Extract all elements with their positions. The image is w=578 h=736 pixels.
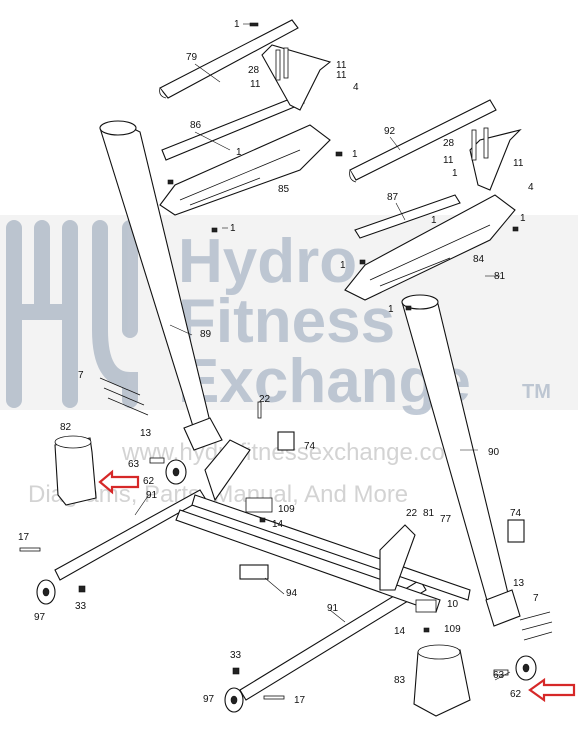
base-frame [54, 439, 471, 701]
callout-label: 82 [60, 422, 72, 433]
callout-label: 97 [203, 694, 215, 705]
callout-label: 11 [336, 60, 347, 71]
watermark-line-2: Fitness [178, 287, 395, 356]
callout-label: 14 [272, 519, 284, 530]
callout-label: 1 [431, 215, 437, 226]
callout-label: 62 [510, 689, 522, 700]
callout-label: 33 [75, 601, 87, 612]
callout-label: 1 [452, 168, 458, 179]
wheel-62-lower [515, 655, 537, 681]
callout-label: 109 [278, 504, 295, 515]
leader-lines [134, 23, 511, 681]
right-upright-90 [401, 294, 521, 627]
callout-label: 1 [236, 147, 242, 158]
wheel-97-left [36, 579, 56, 605]
callout-label: 85 [278, 184, 290, 195]
callout-label: 22 [406, 508, 418, 519]
callout-label: 77 [440, 514, 452, 525]
watermark-logo [6, 220, 138, 408]
callout-label: 28 [248, 65, 260, 76]
callout-label: 11 [443, 155, 454, 166]
cover-82 [54, 435, 97, 506]
callout-label: 81 [494, 271, 506, 282]
callout-label: 7 [533, 593, 539, 604]
callout-label: 13 [513, 578, 525, 589]
callout-label: 87 [387, 192, 399, 203]
callout-label: 11 [336, 70, 347, 81]
callout-label: 79 [186, 52, 198, 63]
hardware-fasteners [19, 22, 553, 700]
callout-label: 62 [143, 476, 155, 487]
callout-label: 94 [286, 588, 298, 599]
watermark-trademark: TM [522, 381, 551, 403]
callout-label: 13 [140, 428, 152, 439]
callout-label: 89 [200, 329, 212, 340]
callout-label: 91 [146, 490, 158, 501]
highlight-arrow-62-lower [528, 677, 576, 703]
callout-label: 63 [493, 670, 505, 681]
callout-label: 1 [520, 213, 526, 224]
callout-labels: 1 79 28 11 11 11 4 86 1 1 85 1 92 28 11 … [18, 19, 539, 706]
callout-label: 74 [510, 508, 522, 519]
callout-label: 11 [250, 79, 261, 90]
callout-label: 86 [190, 120, 202, 131]
callout-label: 97 [34, 612, 46, 623]
callout-label: 33 [230, 650, 242, 661]
callout-label: 109 [444, 624, 461, 635]
callout-label: 17 [294, 695, 306, 706]
callout-label: 63 [128, 459, 140, 470]
callout-label: 22 [259, 394, 271, 405]
callout-label: 4 [353, 82, 359, 93]
highlight-arrow-62-upper [98, 469, 140, 495]
callout-label: 10 [447, 599, 459, 610]
callout-label: 28 [443, 138, 455, 149]
callout-label: 91 [327, 603, 339, 614]
right-handlebar-assembly [344, 99, 522, 301]
callout-label: 11 [513, 158, 524, 169]
callout-label: 81 [423, 508, 435, 519]
wheel-62-upper [165, 459, 187, 485]
callout-label: 92 [384, 126, 396, 137]
callout-label: 1 [388, 304, 394, 315]
callout-label: 1 [230, 223, 236, 234]
callout-label: 14 [394, 626, 406, 637]
callout-label: 74 [304, 441, 316, 452]
left-handlebar-assembly [159, 19, 332, 216]
callout-label: 1 [234, 19, 240, 30]
callout-label: 90 [488, 447, 500, 458]
cover-83 [413, 644, 471, 717]
callout-label: 1 [352, 149, 358, 160]
callout-label: 4 [528, 182, 534, 193]
wheel-97-right [224, 687, 244, 713]
callout-label: 83 [394, 675, 406, 686]
callout-label: 7 [78, 370, 84, 381]
watermark-line-1: Hydro [178, 227, 357, 296]
callout-label: 84 [473, 254, 485, 265]
callout-label: 17 [18, 532, 30, 543]
callout-label: 1 [340, 260, 346, 271]
left-upright-89 [99, 120, 223, 451]
